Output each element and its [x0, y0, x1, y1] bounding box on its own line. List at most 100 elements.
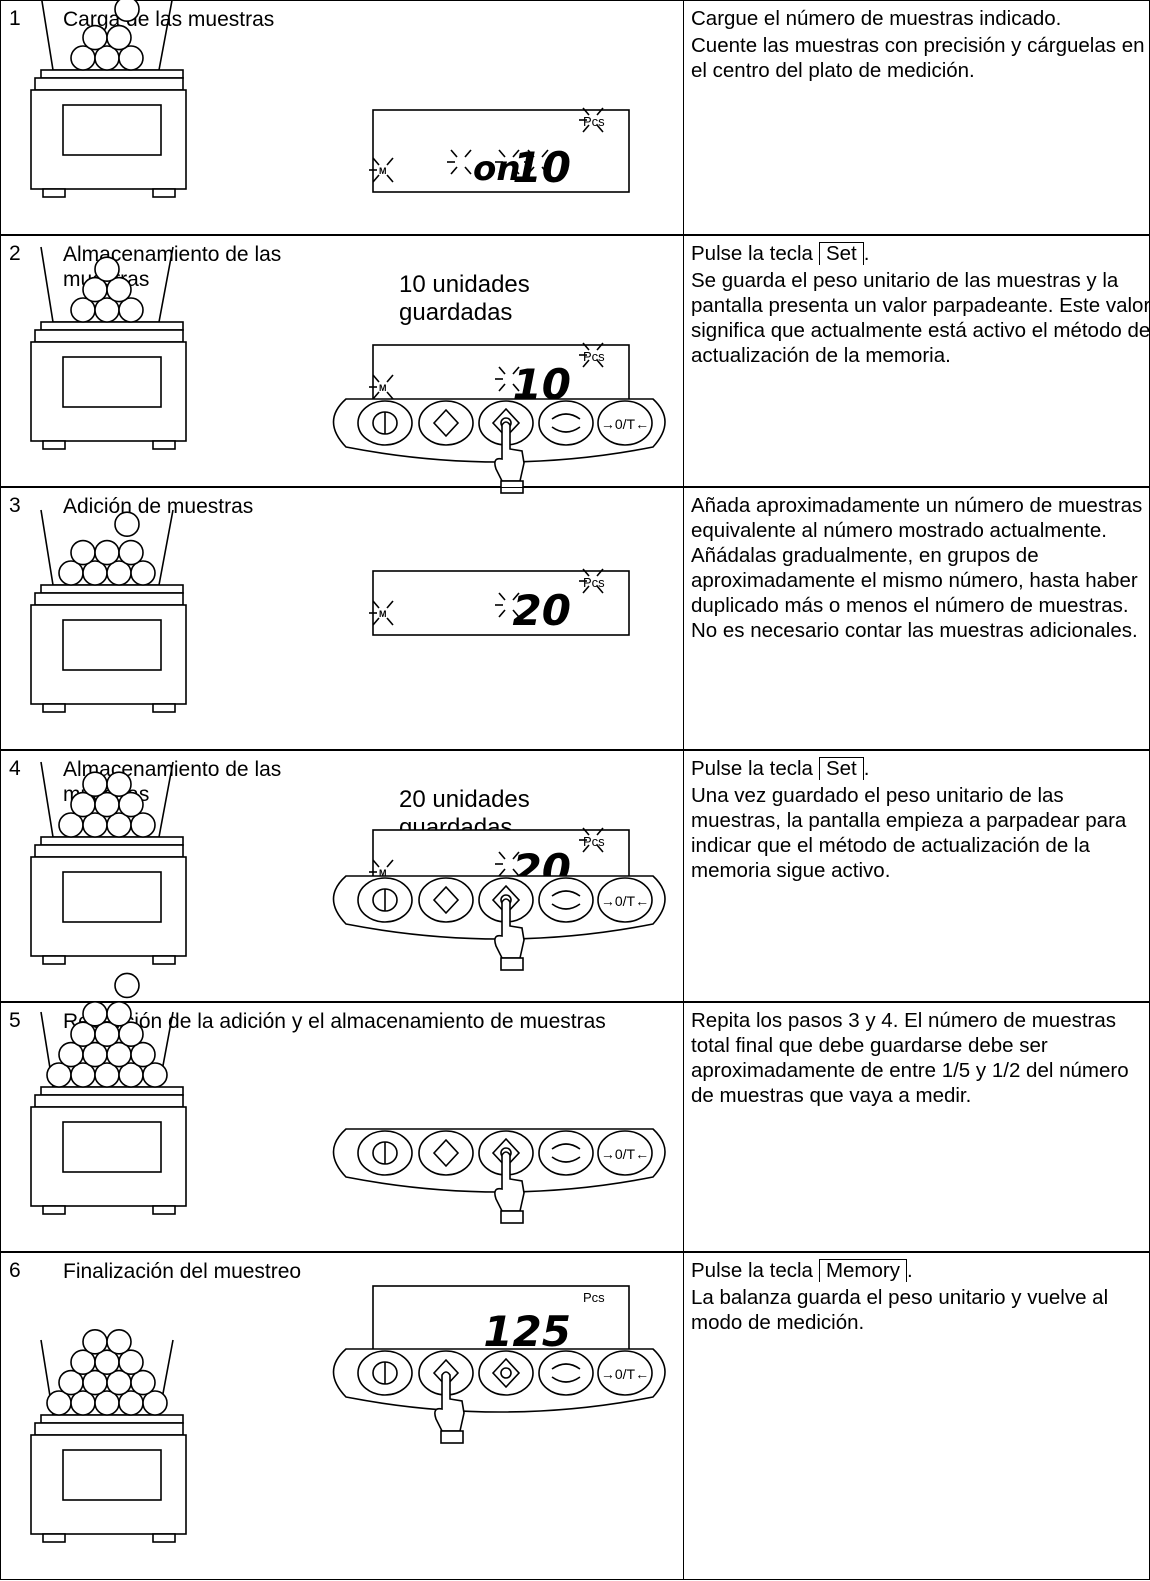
scale-icon	[30, 761, 187, 965]
lcd-display: M Pcs 20	[369, 568, 630, 636]
memory-indicator: M	[379, 383, 387, 393]
sample-balls	[46, 972, 168, 1088]
description-line: Añada aproximadamente un número de muest…	[691, 494, 1143, 642]
scale-icon	[30, 509, 187, 713]
key-name-set: Set	[818, 242, 864, 265]
zero-tare-key[interactable]: →0/T←	[597, 1130, 653, 1176]
memory-indicator: M	[379, 868, 387, 878]
scale-icon	[30, 0, 187, 198]
step-description-text: Repita los pasos 3 y 4. El número de mue…	[691, 1008, 1150, 1108]
keypad: →0/T←	[332, 875, 666, 971]
power-key[interactable]	[357, 400, 413, 446]
pressing-finger-icon	[494, 1151, 525, 1224]
step-description-text: Una vez guardado el peso unitario de las…	[691, 783, 1150, 883]
memory-indicator: M	[379, 609, 387, 619]
unit-pcs: Pcs	[583, 114, 605, 129]
mode-key[interactable]	[538, 1130, 594, 1176]
lcd-prefix: on	[473, 149, 521, 189]
description-line: Cargue el número de muestras indicado.	[691, 7, 1062, 30]
power-key[interactable]	[357, 877, 413, 923]
zero-tare-key[interactable]: →0/T←	[597, 877, 653, 923]
sample-balls	[70, 256, 144, 323]
keypad: →0/T←	[332, 1128, 666, 1224]
memory-indicator: M	[379, 166, 387, 176]
step-description-text: Cuente las muestras con precisión y cárg…	[691, 33, 1150, 83]
keypad: →0/T←	[332, 398, 666, 494]
description-line: Una vez guardado el peso unitario de las…	[691, 784, 1127, 882]
key-name-set: Set	[818, 757, 864, 780]
step-number: 2	[9, 242, 21, 265]
step-description-text: Cargue el número de muestras indicado.	[691, 6, 1150, 31]
sample-balls	[70, 0, 144, 71]
description-line: Pulse la tecla	[691, 242, 813, 265]
keypad: →0/T←	[332, 1348, 666, 1444]
step-illustration: M Pcs 20	[30, 509, 630, 713]
sample-balls	[58, 771, 156, 838]
step-number: 6	[9, 1259, 21, 1282]
step-description-text: La balanza guarda el peso unitario y vue…	[691, 1285, 1150, 1335]
description-line: Pulse la tecla	[691, 1259, 813, 1282]
zero-tare-label: →0/T←	[601, 893, 649, 909]
step-number: 1	[9, 7, 21, 30]
unit-pcs: Pcs	[583, 834, 605, 849]
step-row: 5 Repetición de la adición y el almacenam…	[0, 972, 1150, 1252]
mode-key[interactable]	[538, 1350, 594, 1396]
step-title: Adición de muestras	[63, 495, 254, 518]
step-description-cell: Repita los pasos 3 y 4. El número de mue…	[683, 1002, 1150, 1252]
scale-icon	[30, 246, 187, 450]
zero-tare-key[interactable]: →0/T←	[597, 400, 653, 446]
stored-count-label: 10 unidades guardadas	[399, 271, 530, 326]
zero-tare-label: →0/T←	[601, 1146, 649, 1162]
zero-tare-label: →0/T←	[601, 1366, 649, 1382]
step-description-cell: Añada aproximadamente un número de muest…	[683, 487, 1150, 750]
mode-key[interactable]	[538, 400, 594, 446]
unit-pcs: Pcs	[583, 349, 605, 364]
sample-balls	[58, 511, 156, 586]
lcd-value: 125	[483, 1307, 571, 1356]
mode-key[interactable]	[538, 877, 594, 923]
memory-key[interactable]	[418, 1130, 474, 1176]
lcd-value: 20	[513, 586, 571, 635]
pressing-finger-icon	[434, 1371, 465, 1444]
description-line: Cuente las muestras con precisión y cárg…	[691, 34, 1145, 82]
step-illustration-cell: 5 Repetición de la adición y el almacenam…	[0, 972, 684, 1252]
step-description-text: Se guarda el peso unitario de las muestr…	[691, 268, 1150, 368]
unit-pcs: Pcs	[583, 1290, 605, 1305]
power-key[interactable]	[357, 1130, 413, 1176]
set-key[interactable]	[478, 1350, 534, 1396]
description-line: Repita los pasos 3 y 4. El número de mue…	[691, 1009, 1129, 1107]
memory-key[interactable]	[418, 400, 474, 446]
step-title: Repetición de la adición y el almacenami…	[63, 1010, 606, 1033]
step-number: 3	[9, 494, 21, 517]
zero-tare-key[interactable]: →0/T←	[597, 1350, 653, 1396]
memory-key[interactable]	[418, 877, 474, 923]
description-line: Pulse la tecla	[691, 757, 813, 780]
step-description-cell: Cargue el número de muestras indicado. Cu…	[683, 0, 1150, 235]
pressing-finger-icon	[494, 898, 525, 971]
unit-pcs: Pcs	[583, 575, 605, 590]
zero-tare-label: →0/T←	[601, 416, 649, 432]
step-number: 4	[9, 757, 21, 780]
step-title: Finalización del muestreo	[63, 1260, 302, 1283]
step-illustration: →0/T←	[30, 972, 666, 1224]
power-key[interactable]	[357, 1350, 413, 1396]
sample-balls	[46, 1329, 168, 1416]
step-number: 5	[9, 1009, 21, 1032]
description-line: Se guarda el peso unitario de las muestr…	[691, 269, 1150, 367]
